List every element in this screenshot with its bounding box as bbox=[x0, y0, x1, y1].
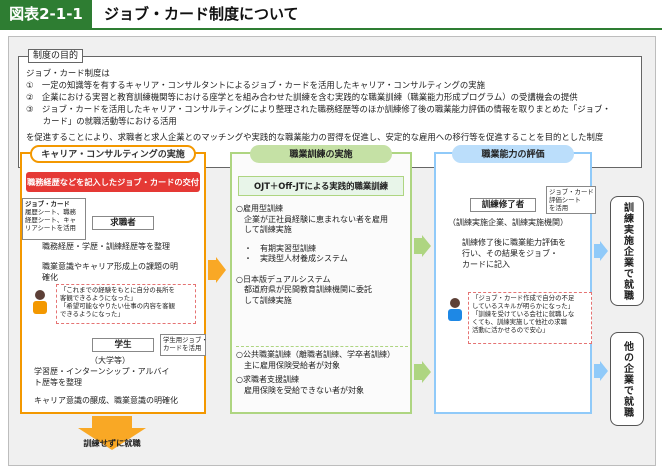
eval-line-2: 訓練修了後に職業能力評価を bbox=[462, 238, 566, 247]
eval-speech-bubble: 「ジョブ・カード作成で自分の不足 しているスキルが明らかになった」 「訓練を受け… bbox=[468, 292, 592, 344]
down-arrow-head bbox=[78, 428, 146, 450]
student-line-3: ト歴等を整理 bbox=[34, 378, 82, 387]
header-bar bbox=[0, 0, 662, 30]
public-training-items: ○公共職業訓練（離職者訓練、学卒者訓練） 主に雇用保険受給者が対象 ○求職者支援… bbox=[236, 346, 408, 410]
training-item: 企業が正社員経験に恵まれない者を雇用 bbox=[236, 214, 388, 224]
student-line-4: キャリア意識の醸成、職業意識の明確化 bbox=[34, 396, 178, 405]
jobcard-note-line: 経歴シート、キャ bbox=[25, 216, 76, 224]
student-line-1: （大学等） bbox=[90, 356, 130, 365]
student-note-line: カードを活用 bbox=[163, 344, 202, 352]
eval-line-3: 行い、その結果をジョブ・ bbox=[462, 249, 558, 258]
seeker-label: 求職者 bbox=[92, 216, 154, 230]
arrow-eval-to-hire-shaft bbox=[594, 244, 600, 258]
eval-note-line: 評価シート bbox=[549, 196, 581, 204]
speech-line: しているスキルが明らかになった」 bbox=[472, 302, 575, 310]
purpose-line-1: ① 一定の知識等を有するキャリア・コンサルタントによるジョブ・カードを活用したキ… bbox=[26, 80, 485, 90]
public-training-item: ○求職者支援訓練 bbox=[236, 375, 299, 384]
eval-line-1: （訓練実施企業、訓練実施機関） bbox=[448, 218, 568, 227]
public-training-item: 雇用保険を受給できない者が対象 bbox=[236, 385, 364, 395]
speech-line: 「希望可能なやりたい仕事の内容を客観 bbox=[60, 302, 176, 310]
training-item: ・ 有期実習型訓練 bbox=[236, 243, 316, 253]
jobcard-note-line: 履歴シート、職務 bbox=[25, 208, 76, 216]
training-item: ・ 実践型人材養成システム bbox=[236, 254, 348, 263]
ojt-banner: OJT＋Off-JTによる実践的職業訓練 bbox=[238, 176, 404, 196]
speech-line: 活動に活かせるので安心」 bbox=[472, 326, 549, 334]
speech-line: 「ジョブ・カード作成で自分の不足 bbox=[472, 294, 575, 302]
jobcard-sheet-note: ジョブ・カード 履歴シート、職務 経歴シート、キャ リアシートを活用 bbox=[22, 198, 86, 240]
speech-line: 「これまでの経験をもとに自分の長所を bbox=[60, 286, 175, 294]
speech-line: 客観できるようになった」 bbox=[60, 294, 137, 302]
eval-note-line: ジョブ・カード bbox=[549, 188, 594, 196]
seeker-line-1: 職務経歴・学歴・訓練経歴等を整理 bbox=[42, 242, 170, 251]
person-icon bbox=[448, 298, 462, 321]
training-item: して訓練実施 bbox=[236, 295, 292, 305]
student-line-2: 学習歴・インターンシップ・アルバイ bbox=[34, 367, 170, 376]
no-training-label: 訓練せずに就職 bbox=[83, 438, 141, 448]
arrow-career-to-training-shaft bbox=[208, 260, 216, 280]
career-column bbox=[20, 152, 206, 414]
evaluation-heading: 職業能力の評価 bbox=[452, 145, 574, 163]
training-item: 都道府県が民間教育訓練機関に委託 bbox=[236, 285, 372, 294]
purpose-line-3: ③ ジョブ・カードを活用したキャリア・コンサルティングにより整理された職務経歴等… bbox=[26, 104, 611, 114]
outcome-other-company: 他の企業で就職 bbox=[610, 332, 644, 426]
student-label: 学生 bbox=[92, 338, 154, 352]
purpose-tag: 制度の目的 bbox=[28, 49, 84, 63]
purpose-line-intro: ジョブ・カード制度は bbox=[26, 68, 110, 78]
training-item: して訓練実施 bbox=[236, 225, 292, 234]
purpose-line-3b: カード」の就職活動等における活用 bbox=[26, 116, 177, 126]
eval-jobcard-note: ジョブ・カード 評価シート を活用 bbox=[546, 186, 596, 214]
arrow-eval-to-other-shaft bbox=[594, 364, 600, 378]
jobcard-note-line: リアシートを活用 bbox=[25, 224, 76, 232]
figure-label: 図表2-1-1 bbox=[0, 0, 92, 28]
public-training-item: 主に雇用保険受給者が対象 bbox=[236, 360, 340, 370]
completion-label: 訓練修了者 bbox=[470, 198, 536, 212]
arrow-eval-to-hire-head bbox=[600, 241, 608, 261]
student-note-line: 学生用ジョブ・ bbox=[163, 336, 208, 344]
student-jobcard-note: 学生用ジョブ・ カードを活用 bbox=[160, 334, 208, 356]
eval-note-line: を活用 bbox=[549, 204, 569, 212]
training-item: ○日本版デュアルシステム bbox=[236, 274, 331, 284]
arrow-career-to-training-head bbox=[216, 257, 226, 283]
jobcard-issue-banner: 職務経歴などを記入したジョブ・カードの交付 bbox=[26, 172, 200, 192]
speech-line: くても、訓練実施して他社の求職 bbox=[472, 318, 567, 326]
purpose-line-summary: を促進することにより、求職者と求人企業とのマッチングや実践的な職業能力の習得を促… bbox=[26, 132, 604, 142]
figure-title: ジョブ・カード制度について bbox=[104, 5, 299, 23]
outcome-training-company-label: 訓練実施企業で就職 bbox=[621, 201, 633, 301]
training-items: ○雇用型訓練 企業が正社員経験に恵まれない者を雇用 して訓練実施 ・ 有期実習型… bbox=[236, 200, 406, 320]
eval-line-4: カードに記入 bbox=[462, 260, 510, 269]
seeker-speech-bubble: 「これまでの経験をもとに自分の長所を 客観できるようになった」 「希望可能なやり… bbox=[56, 284, 196, 324]
speech-line: 「訓練を受けている会社に就職しな bbox=[472, 310, 575, 318]
arrow-eval-to-other-head bbox=[600, 361, 608, 381]
outcome-training-company: 訓練実施企業で就職 bbox=[610, 196, 644, 306]
public-training-item: ○公共職業訓練（離職者訓練、学卒者訓練） bbox=[236, 350, 395, 359]
outcome-other-company-label: 他の企業で就職 bbox=[621, 340, 633, 418]
arrow-training-to-eval-head bbox=[422, 235, 431, 257]
career-heading: キャリア・コンサルティングの実施 bbox=[30, 145, 196, 163]
training-heading: 職業訓練の実施 bbox=[250, 145, 392, 163]
training-item: ○雇用型訓練 bbox=[236, 204, 283, 213]
person-icon bbox=[33, 290, 47, 314]
down-arrow-shaft bbox=[92, 416, 132, 428]
arrow-training-to-eval-shaft bbox=[414, 238, 422, 254]
jobcard-note-line: ジョブ・カード bbox=[25, 200, 70, 208]
seeker-line-3: 確化 bbox=[42, 273, 58, 282]
seeker-line-2: 職業意識やキャリア形成上の課題の明 bbox=[42, 262, 178, 271]
purpose-line-2: ② 企業における実習と教育訓練機関等における座学とを組み合わせた訓練を含む実践的… bbox=[26, 92, 578, 102]
arrow-public-to-eval-head bbox=[422, 361, 431, 383]
speech-line: できるようになった」 bbox=[60, 310, 124, 318]
arrow-public-to-eval-shaft bbox=[414, 364, 422, 380]
